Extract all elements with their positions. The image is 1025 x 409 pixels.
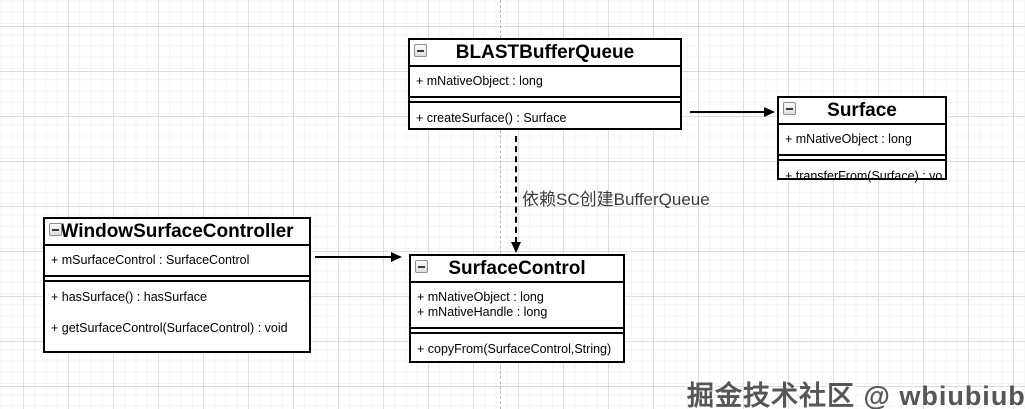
- class-title: Surface: [827, 100, 897, 121]
- dashed-edge-line[interactable]: [515, 136, 517, 243]
- attribute-row[interactable]: + mNativeObject : long: [785, 132, 912, 146]
- watermark-text: 掘金技术社区 @ wbiubiubiu: [687, 381, 1025, 409]
- class-title-bar[interactable]: Surface: [779, 98, 945, 125]
- class-title: WindowSurfaceController: [60, 221, 294, 242]
- edge-label[interactable]: 依赖SC创建BufferQueue: [522, 190, 710, 209]
- class-attributes-section[interactable]: + mNativeObject : long: [410, 67, 680, 98]
- collapse-minus-icon[interactable]: [783, 102, 796, 115]
- class-title: SurfaceControl: [448, 258, 586, 279]
- section-divider: [410, 98, 680, 103]
- arrowhead-right-icon[interactable]: [764, 107, 775, 117]
- section-divider: [411, 329, 623, 334]
- attribute-row[interactable]: + mSurfaceControl : SurfaceControl: [51, 253, 250, 267]
- section-divider: [779, 156, 945, 161]
- section-divider: [45, 277, 309, 282]
- arrowhead-right-icon[interactable]: [391, 252, 402, 262]
- class-methods-section[interactable]: + copyFrom(SurfaceControl,String): [411, 334, 623, 365]
- class-title-bar[interactable]: WindowSurfaceController: [45, 219, 309, 246]
- method-row[interactable]: + hasSurface() : hasSurface: [51, 290, 207, 304]
- class-attributes-section[interactable]: + mNativeObject : long + mNativeHandle :…: [411, 283, 623, 329]
- collapse-minus-icon[interactable]: [49, 223, 62, 236]
- class-attributes-section[interactable]: + mSurfaceControl : SurfaceControl: [45, 246, 309, 277]
- attribute-row[interactable]: + mNativeHandle : long: [417, 305, 548, 319]
- edge-line[interactable]: [690, 111, 766, 113]
- method-row[interactable]: + getSurfaceControl(SurfaceControl) : vo…: [51, 321, 288, 335]
- page-boundary-divider: [500, 0, 501, 409]
- class-box-surfacecontrol[interactable]: SurfaceControl + mNativeObject : long + …: [409, 254, 625, 363]
- class-box-windowsurfacecontroller[interactable]: WindowSurfaceController + mSurfaceContro…: [43, 217, 311, 353]
- class-methods-section[interactable]: + createSurface() : Surface: [410, 103, 680, 134]
- class-attributes-section[interactable]: + mNativeObject : long: [779, 125, 945, 156]
- class-methods-section[interactable]: + transferFrom(Surface) : vo: [779, 161, 945, 192]
- class-title: BLASTBufferQueue: [455, 42, 635, 63]
- method-row[interactable]: + copyFrom(SurfaceControl,String): [417, 342, 612, 356]
- edge-line[interactable]: [315, 256, 393, 258]
- class-box-blastbufferqueue[interactable]: BLASTBufferQueue + mNativeObject : long …: [408, 38, 682, 130]
- class-title-bar[interactable]: SurfaceControl: [411, 256, 623, 283]
- class-box-surface[interactable]: Surface + mNativeObject : long + transfe…: [777, 96, 947, 183]
- collapse-minus-icon[interactable]: [415, 260, 428, 273]
- class-title-bar[interactable]: BLASTBufferQueue: [410, 40, 680, 67]
- attribute-row[interactable]: + mNativeObject : long: [416, 74, 543, 88]
- collapse-minus-icon[interactable]: [414, 44, 427, 57]
- method-row[interactable]: + createSurface() : Surface: [416, 111, 567, 125]
- attribute-row[interactable]: + mNativeObject : long: [417, 290, 544, 304]
- class-methods-section[interactable]: + hasSurface() : hasSurface + getSurface…: [45, 282, 309, 344]
- method-row[interactable]: + transferFrom(Surface) : vo: [785, 169, 943, 183]
- arrowhead-down-icon[interactable]: [511, 242, 521, 253]
